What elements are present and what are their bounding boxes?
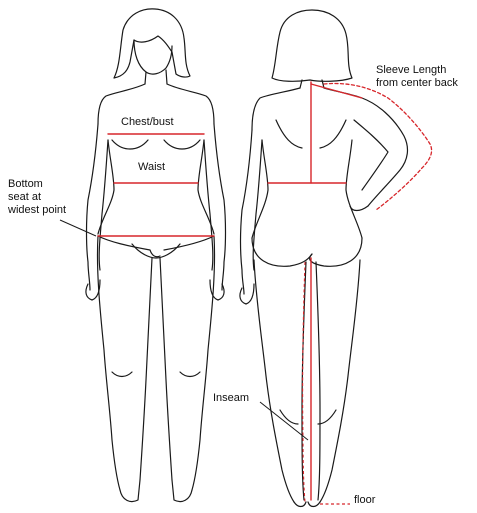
bottom-label-line-1: Bottom: [8, 178, 66, 191]
chest-bust-label: Chest/bust: [121, 116, 174, 129]
sleeve-length-label: Sleeve Length from center back: [376, 64, 458, 90]
front-figure: [86, 9, 226, 502]
inseam-label: Inseam: [213, 392, 249, 405]
bottom-seat-label: Bottom seat at widest point: [8, 178, 66, 217]
bottom-label-line-3: widest point: [8, 204, 66, 217]
bottom-label-line-2: seat at: [8, 191, 66, 204]
sleeve-label-line-2: from center back: [376, 77, 458, 90]
shoulder-line: [311, 84, 362, 98]
floor-label: floor: [354, 494, 375, 507]
waist-label: Waist: [138, 161, 165, 174]
inseam-pointer: [260, 402, 308, 440]
bottom-pointer: [60, 220, 96, 236]
sleeve-label-line-1: Sleeve Length: [376, 64, 458, 77]
sleeve-length-path: [324, 84, 432, 210]
